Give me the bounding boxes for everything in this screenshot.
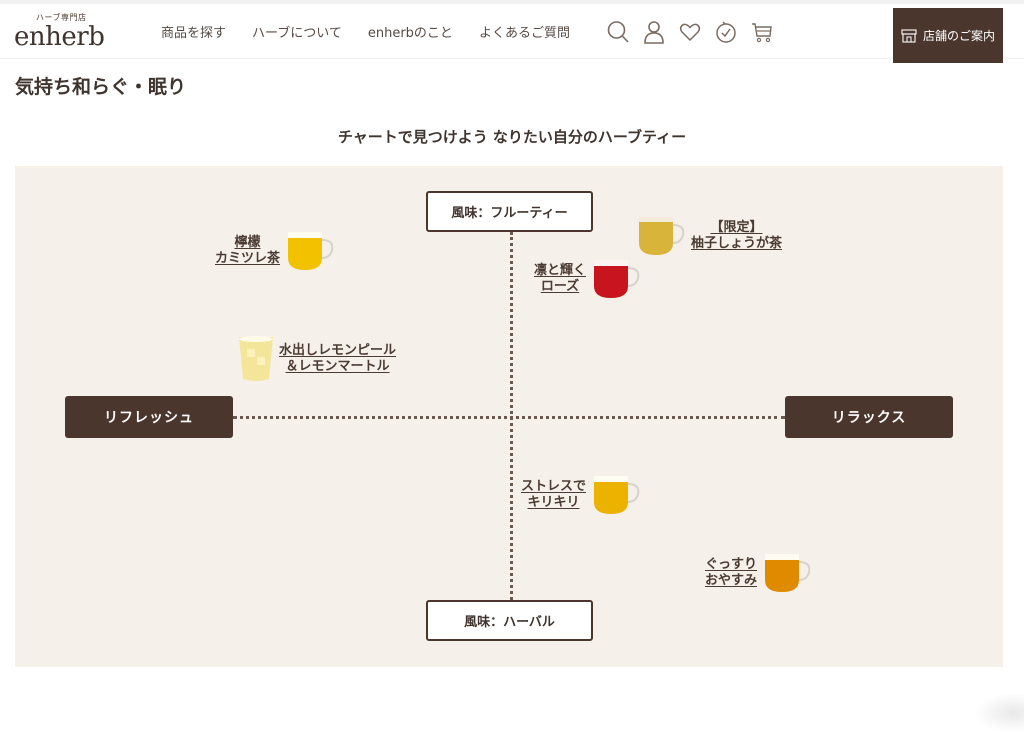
nav-products[interactable]: 商品を探す <box>161 26 227 41</box>
store-info-button[interactable]: 店舗のご案内 <box>893 8 1003 63</box>
axis-relax: リラックス <box>785 396 953 438</box>
tea-item-label: ストレスでキリキリ <box>521 479 587 510</box>
tea-cup-icon <box>594 476 640 514</box>
tea-item-label: 水出しレモンピール＆レモンマートル <box>279 343 397 374</box>
main-nav: 商品を探す ハーブについて enherbのこと よくあるご質問 <box>161 22 570 41</box>
logo-subtitle: ハーブ専門店 <box>36 13 87 22</box>
top-border <box>0 0 1024 4</box>
tea-item-lemon-chamomile[interactable]: 檸檬カミツレ茶 <box>215 230 336 272</box>
tea-item-label: 【限定】柚子しょうが茶 <box>691 220 783 251</box>
tea-item-label: 凛と輝くローズ <box>534 263 587 294</box>
header-icons <box>607 20 773 44</box>
chart-heading: チャートで見つけよう なりたい自分のハーブティー <box>337 128 687 146</box>
tea-cup-icon <box>288 232 334 270</box>
logo-text: enherb <box>14 22 105 52</box>
tea-cup-icon <box>639 217 685 255</box>
search-icon[interactable] <box>607 20 629 44</box>
nav-about-herbs[interactable]: ハーブについて <box>252 26 342 41</box>
tea-glass-icon <box>239 336 273 381</box>
history-icon[interactable] <box>715 20 737 44</box>
axis-refresh: リフレッシュ <box>65 396 233 438</box>
cart-icon[interactable] <box>751 20 773 44</box>
tea-cup-icon <box>765 554 811 592</box>
tea-item-label: ぐっすりおやすみ <box>705 557 758 588</box>
tea-item-rose[interactable]: 凛と輝くローズ <box>534 258 642 300</box>
nav-faq[interactable]: よくあるご質問 <box>478 26 570 41</box>
scroll-to-top-shadow <box>974 693 1024 733</box>
store-icon <box>901 28 917 43</box>
axis-herbal: 風味：ハーバル <box>426 600 593 641</box>
account-icon[interactable] <box>643 20 665 44</box>
page-title: 気持ち和らぐ・眠り <box>15 76 187 98</box>
favorite-icon[interactable] <box>679 20 701 44</box>
site-header: ハーブ専門店 enherb 商品を探す ハーブについて enherbのこと よく… <box>0 4 1024 63</box>
tea-item-lemon-peel[interactable]: 水出しレモンピール＆レモンマートル <box>237 335 396 383</box>
axis-fruity: 風味：フルーティー <box>426 191 593 232</box>
tea-item-sleep[interactable]: ぐっすりおやすみ <box>705 552 813 594</box>
tea-item-label: 檸檬カミツレ茶 <box>215 235 281 266</box>
horizontal-axis-line <box>233 416 785 419</box>
tea-chart: 風味：フルーティー 風味：ハーバル リフレッシュ リラックス 檸檬カミツレ茶 【… <box>15 166 1003 667</box>
tea-item-yuzu-ginger[interactable]: 【限定】柚子しょうが茶 <box>635 215 782 257</box>
tea-cup-icon <box>594 260 640 298</box>
nav-about-enherb[interactable]: enherbのこと <box>367 26 453 41</box>
tea-item-stress[interactable]: ストレスでキリキリ <box>521 474 642 516</box>
logo[interactable]: ハーブ専門店 enherb <box>14 10 114 54</box>
store-info-label: 店舗のご案内 <box>922 29 995 43</box>
